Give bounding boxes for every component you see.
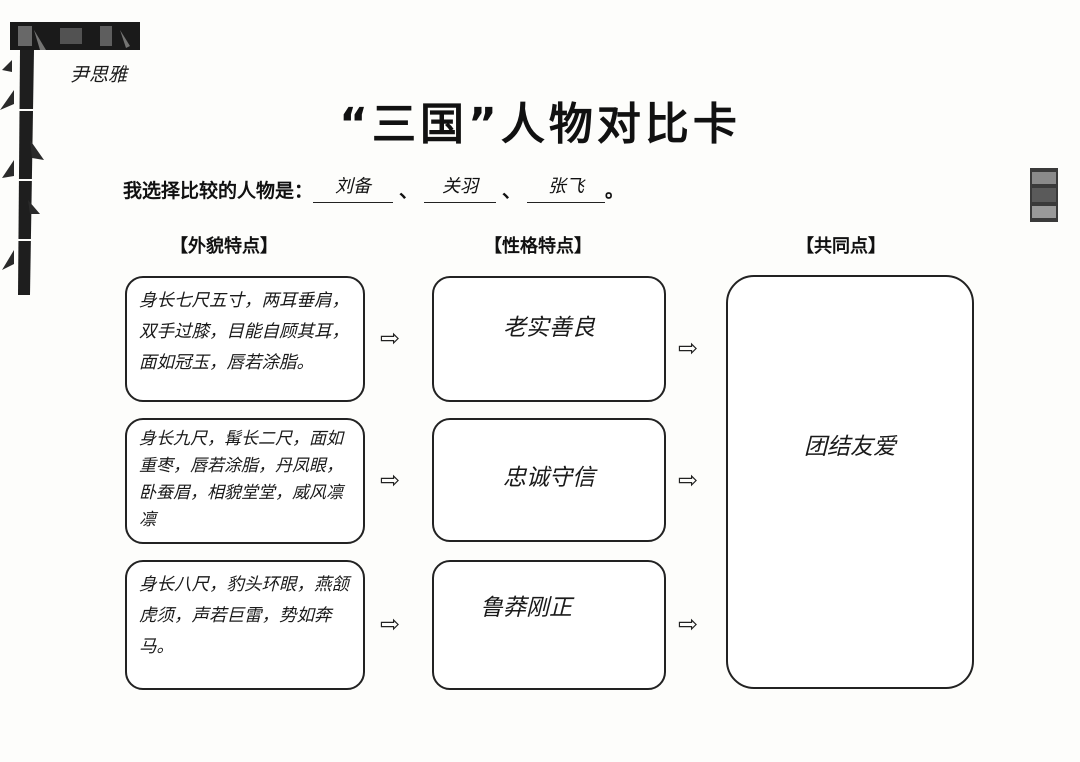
selection-line: 我选择比较的人物是： 刘备 、 关羽 、 张飞 。 [123,176,624,203]
common-box: 团结友爱 [726,275,974,689]
personality-box-3: 鲁莽刚正 [432,560,666,690]
personality-text-3: 鲁莽刚正 [434,562,664,622]
arrow-icon: ⇨ [678,334,698,362]
page-title: “三国”人物对比卡 [0,88,1080,152]
personality-box-2: 忠诚守信 [432,418,666,542]
selected-name-3: 张飞 [527,176,605,203]
arrow-icon: ⇨ [380,466,400,494]
appearance-text-1: 身长七尺五寸，两耳垂肩，双手过膝，目能自顾其耳，面如冠玉，唇若涂脂。 [127,278,363,387]
arrow-icon: ⇨ [380,324,400,352]
appearance-box-1: 身长七尺五寸，两耳垂肩，双手过膝，目能自顾其耳，面如冠玉，唇若涂脂。 [125,276,365,402]
appearance-column-heading: 【外貌特点】 [170,232,278,258]
common-column-heading: 【共同点】 [796,232,886,258]
selection-prompt: 我选择比较的人物是： [123,176,313,203]
appearance-text-3: 身长八尺，豹头环眼，燕颔虎须，声若巨雷，势如奔马。 [127,562,363,671]
separator: 、 [502,176,521,203]
personality-text-2: 忠诚守信 [434,420,664,492]
personality-box-1: 老实善良 [432,276,666,402]
personality-text-1: 老实善良 [434,278,664,342]
appearance-text-2: 身长九尺，髯长二尺，面如重枣，唇若涂脂，丹凤眼，卧蚕眉，相貌堂堂，威风凛凛 [127,420,363,542]
appearance-box-3: 身长八尺，豹头环眼，燕颔虎须，声若巨雷，势如奔马。 [125,560,365,690]
personality-column-heading: 【性格特点】 [484,232,592,258]
author-signature: 尹思雅 [70,60,127,87]
arrow-icon: ⇨ [678,466,698,494]
common-text: 团结友爱 [728,277,972,461]
appearance-box-2: 身长九尺，髯长二尺，面如重枣，唇若涂脂，丹凤眼，卧蚕眉，相貌堂堂，威风凛凛 [125,418,365,544]
arrow-icon: ⇨ [678,610,698,638]
selected-name-1: 刘备 [313,176,393,203]
separator: 、 [399,176,418,203]
selected-name-2: 关羽 [424,176,496,203]
arrow-icon: ⇨ [380,610,400,638]
sentence-end: 。 [605,176,624,203]
photo-strip-decoration [1030,168,1058,222]
